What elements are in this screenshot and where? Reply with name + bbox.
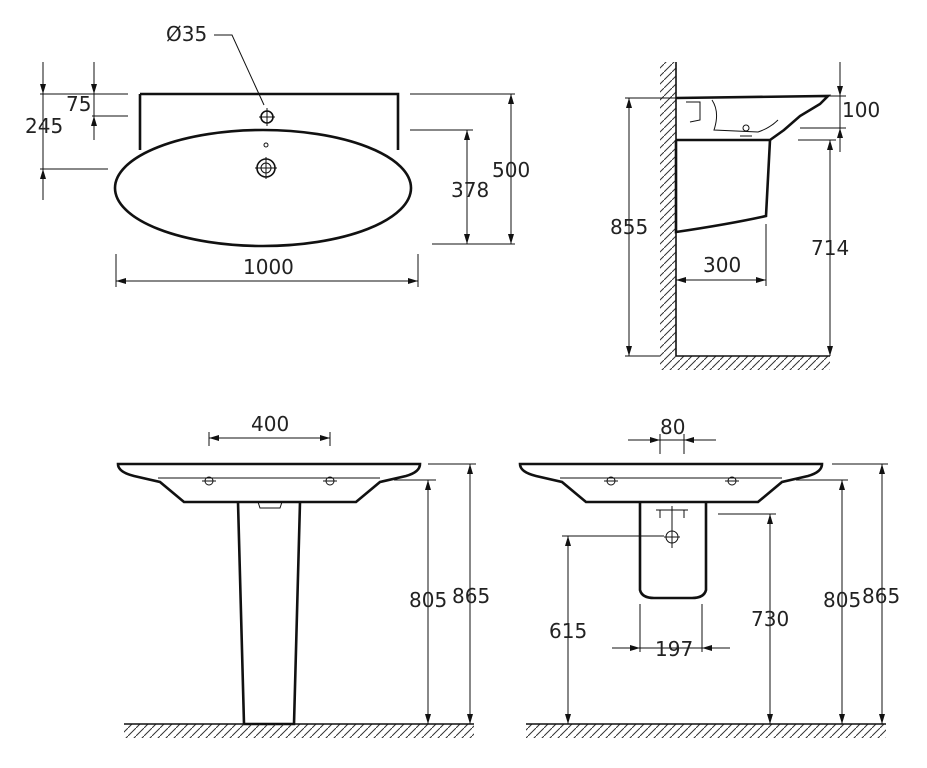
dim-side-714: 714 xyxy=(811,236,849,260)
basin-front-outline xyxy=(116,462,422,504)
front-view-semi-pedestal: 80 615 730 197 805 865 xyxy=(518,415,900,738)
dim-wall-730: 730 xyxy=(751,607,789,631)
dim-hole-diameter: Ø35 xyxy=(166,22,207,46)
dim-side-300: 300 xyxy=(703,253,741,277)
top-view: Ø35 75 245 378 500 1000 xyxy=(25,22,530,287)
tap-hole-left-symbol-2 xyxy=(604,476,618,486)
waste-outlet-symbol xyxy=(656,506,688,548)
overflow-dot xyxy=(263,142,269,148)
tap-hole-left-symbol xyxy=(202,476,216,486)
dim-top-378: 378 xyxy=(451,178,489,202)
floor-hatch xyxy=(124,724,474,738)
basin-front-outline-2 xyxy=(518,462,824,504)
tap-hole-right-symbol-2 xyxy=(725,476,739,486)
dim-wall-80: 80 xyxy=(660,415,685,439)
pedestal-column xyxy=(236,501,302,726)
dim-front-400: 400 xyxy=(251,412,289,436)
dim-front-865: 865 xyxy=(452,584,490,608)
wall-hatch xyxy=(660,62,676,356)
basin-backsplash xyxy=(138,92,400,150)
basin-side-profile xyxy=(675,94,832,142)
leader-line xyxy=(214,34,265,106)
basin-bowl-outline xyxy=(113,128,413,248)
front-view-pedestal: 400 805 865 xyxy=(116,412,490,738)
dim-top-1000: 1000 xyxy=(243,255,294,279)
tap-hole-right-symbol xyxy=(323,476,337,486)
dim-wall-197: 197 xyxy=(655,637,693,661)
dim-top-75: 75 xyxy=(66,92,91,116)
dim-side-100: 100 xyxy=(842,98,880,122)
dim-top-245: 245 xyxy=(25,114,63,138)
dim-front-805: 805 xyxy=(409,588,447,612)
floor-hatch xyxy=(660,356,830,370)
tap-hole-symbol xyxy=(259,108,275,126)
dim-side-855: 855 xyxy=(610,215,648,239)
semi-pedestal-side xyxy=(674,139,772,234)
dim-wall-805: 805 xyxy=(823,588,861,612)
semi-pedestal-front xyxy=(638,502,708,600)
floor-hatch-2 xyxy=(526,724,886,738)
dim-wall-865: 865 xyxy=(862,584,900,608)
dim-wall-615: 615 xyxy=(549,619,587,643)
side-view: 855 100 714 300 xyxy=(610,62,880,370)
waste-symbol xyxy=(255,157,277,179)
dim-top-500: 500 xyxy=(492,158,530,182)
